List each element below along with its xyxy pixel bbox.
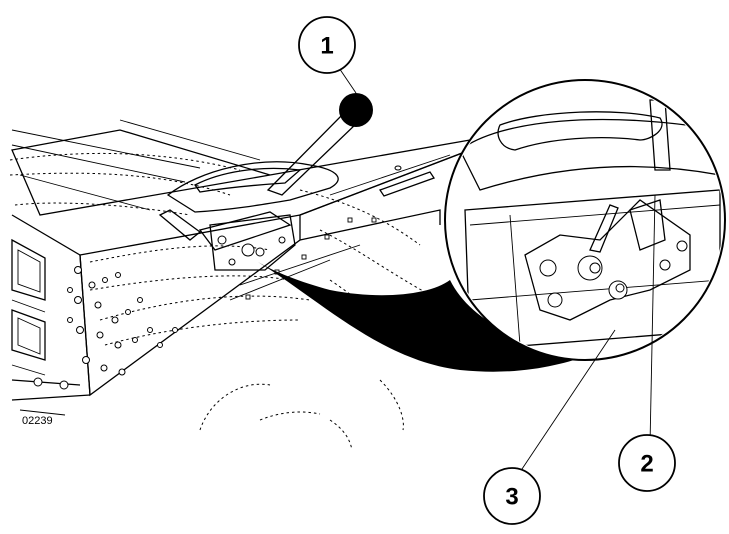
detail-magnifier: [444, 79, 726, 361]
callout-3-label: 3: [505, 484, 518, 511]
rail-square-holes: [245, 165, 436, 300]
callout-1-label: 1: [320, 33, 333, 60]
callout-2: 2: [618, 434, 676, 492]
lever-knob: [339, 93, 373, 127]
callout-1: 1: [298, 16, 356, 74]
front-panel-holes: [67, 266, 178, 376]
callout-2-label: 2: [640, 451, 653, 478]
callout-3: 3: [483, 467, 541, 525]
magnification-wedge: [258, 262, 590, 372]
lever-handle: [158, 111, 359, 271]
server-chassis: [11, 119, 471, 416]
figure-id: 02239: [22, 415, 53, 427]
drive-bays: [11, 238, 46, 376]
